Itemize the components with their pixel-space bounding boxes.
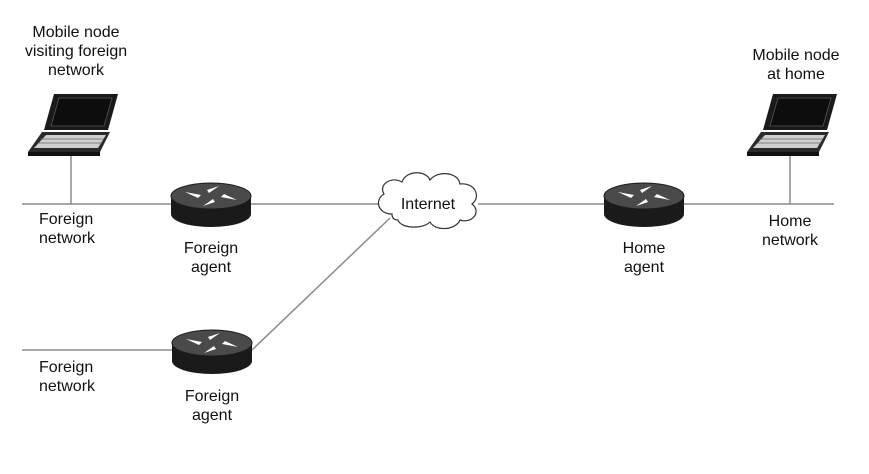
router-icon	[603, 182, 685, 227]
label-line: Mobile node	[32, 24, 120, 41]
label-line: Foreign	[39, 359, 94, 376]
label-line: Home	[622, 240, 666, 257]
cloud-icon	[377, 172, 477, 230]
label-line: visiting foreign	[24, 43, 128, 60]
label-line: agent	[190, 259, 232, 276]
label-line: agent	[623, 259, 665, 276]
foreign-agent-bottom-label: Foreign agent	[172, 387, 252, 425]
label-line: network	[761, 232, 819, 249]
foreign-agent-top-label: Foreign agent	[171, 239, 251, 277]
label-line: Home	[768, 213, 812, 230]
label-line: Foreign	[39, 211, 94, 228]
label-line: network	[39, 378, 96, 395]
label-line: agent	[191, 407, 233, 424]
router-icon	[170, 182, 252, 227]
label-line: network	[39, 230, 96, 247]
agent-bottom-to-internet-line	[251, 217, 391, 351]
label-line: network	[47, 62, 105, 79]
label-line: Mobile node	[752, 47, 840, 64]
label-line: at home	[767, 66, 825, 83]
network-links	[22, 152, 834, 351]
foreign-network-bottom-label: Foreign network	[39, 358, 95, 396]
label-line: Foreign	[183, 240, 239, 257]
mobile-node-foreign-label: Mobile node visiting foreign network	[16, 23, 136, 80]
foreign-network-top-label: Foreign network	[39, 210, 95, 248]
mobile-node-home-label: Mobile node at home	[741, 46, 851, 84]
laptop-icon	[747, 94, 837, 156]
internet-label: Internet	[400, 196, 456, 213]
home-agent-label: Home agent	[604, 239, 684, 277]
router-icon	[171, 329, 253, 374]
home-network-label: Home network	[748, 212, 832, 250]
laptop-icon	[28, 94, 118, 156]
label-line: Foreign	[184, 388, 240, 405]
